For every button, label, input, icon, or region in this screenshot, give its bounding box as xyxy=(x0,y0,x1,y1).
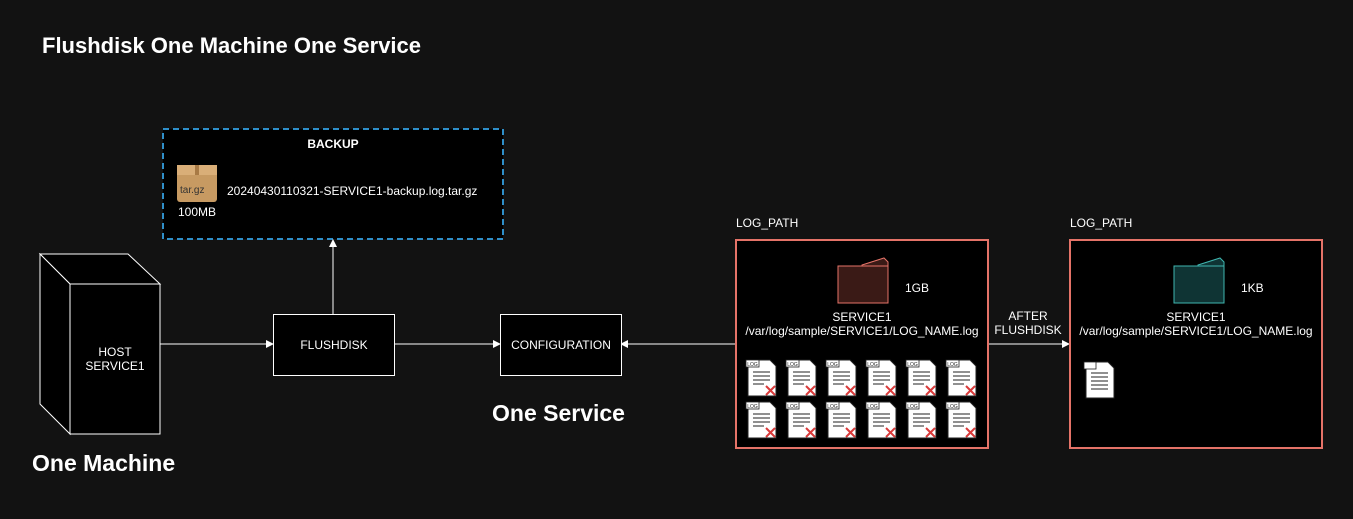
deleted-log-file-icon: LOG xyxy=(745,401,777,439)
log-before-info: SERVICE1 /var/log/sample/SERVICE1/LOG_NA… xyxy=(736,310,988,338)
backup-filename: 20240430110321-SERVICE1-backup.log.tar.g… xyxy=(227,184,478,198)
svg-text:LOG: LOG xyxy=(747,404,758,410)
svg-text:LOG: LOG xyxy=(947,404,958,410)
log-before-service: SERVICE1 xyxy=(832,310,892,324)
transition-line2: FLUSHDISK xyxy=(994,323,1062,337)
backup-label: BACKUP xyxy=(307,137,359,151)
log-file-icon xyxy=(1083,361,1115,399)
log-after-info: SERVICE1 /var/log/sample/SERVICE1/LOG_NA… xyxy=(1070,310,1322,338)
svg-text:LOG: LOG xyxy=(907,404,918,410)
deleted-log-file-icon: LOG xyxy=(945,401,977,439)
one-service-caption: One Service xyxy=(492,400,625,426)
archive-type-label: tar.gz xyxy=(180,185,205,196)
deleted-log-files-grid: LOG LOG LOG LOG LOG LOG LOG LOG LOG LOG LOG LOG xyxy=(745,359,977,439)
log-after-path: /var/log/sample/SERVICE1/LOG_NAME.log xyxy=(1079,324,1313,338)
deleted-log-file-icon: LOG xyxy=(865,359,897,397)
deleted-log-file-icon: LOG xyxy=(785,401,817,439)
svg-text:LOG: LOG xyxy=(747,362,758,368)
host-line2: SERVICE1 xyxy=(85,359,145,373)
deleted-log-file-icon: LOG xyxy=(745,359,777,397)
deleted-log-file-icon: LOG xyxy=(785,359,817,397)
svg-text:LOG: LOG xyxy=(867,404,878,410)
deleted-log-file-icon: LOG xyxy=(825,359,857,397)
one-machine-caption: One Machine xyxy=(32,450,176,476)
log-after-service: SERVICE1 xyxy=(1166,310,1226,324)
transition-line1: AFTER xyxy=(1008,309,1048,323)
configuration-node: CONFIGURATION xyxy=(500,314,622,376)
deleted-log-file-icon: LOG xyxy=(905,359,937,397)
backup-box xyxy=(162,128,504,240)
folder-after-icon xyxy=(1173,257,1225,304)
folder-before-icon xyxy=(837,257,889,304)
svg-text:LOG: LOG xyxy=(947,362,958,368)
host-server-shape xyxy=(38,252,162,436)
svg-text:LOG: LOG xyxy=(907,362,918,368)
log-path-after-heading: LOG_PATH xyxy=(1070,216,1133,230)
svg-text:LOG: LOG xyxy=(827,362,838,368)
deleted-log-file-icon: LOG xyxy=(945,359,977,397)
svg-text:LOG: LOG xyxy=(867,362,878,368)
svg-text:LOG: LOG xyxy=(827,404,838,410)
svg-text:LOG: LOG xyxy=(787,362,798,368)
log-before-path: /var/log/sample/SERVICE1/LOG_NAME.log xyxy=(745,324,979,338)
svg-text:LOG: LOG xyxy=(787,404,798,410)
deleted-log-file-icon: LOG xyxy=(865,401,897,439)
transition-label: AFTER FLUSHDISK xyxy=(988,309,1068,337)
deleted-log-file-icon: LOG xyxy=(905,401,937,439)
folder-after-size: 1KB xyxy=(1241,281,1264,295)
backup-size: 100MB xyxy=(178,205,217,219)
host-line1: HOST xyxy=(98,345,132,359)
host-label: HOST SERVICE1 xyxy=(70,345,160,373)
folder-before-size: 1GB xyxy=(905,281,930,295)
diagram-title: Flushdisk One Machine One Service xyxy=(42,33,422,58)
flushdisk-node: FLUSHDISK xyxy=(273,314,395,376)
archive-box-icon xyxy=(177,165,217,202)
deleted-log-file-icon: LOG xyxy=(825,401,857,439)
log-path-before-heading: LOG_PATH xyxy=(736,216,799,230)
